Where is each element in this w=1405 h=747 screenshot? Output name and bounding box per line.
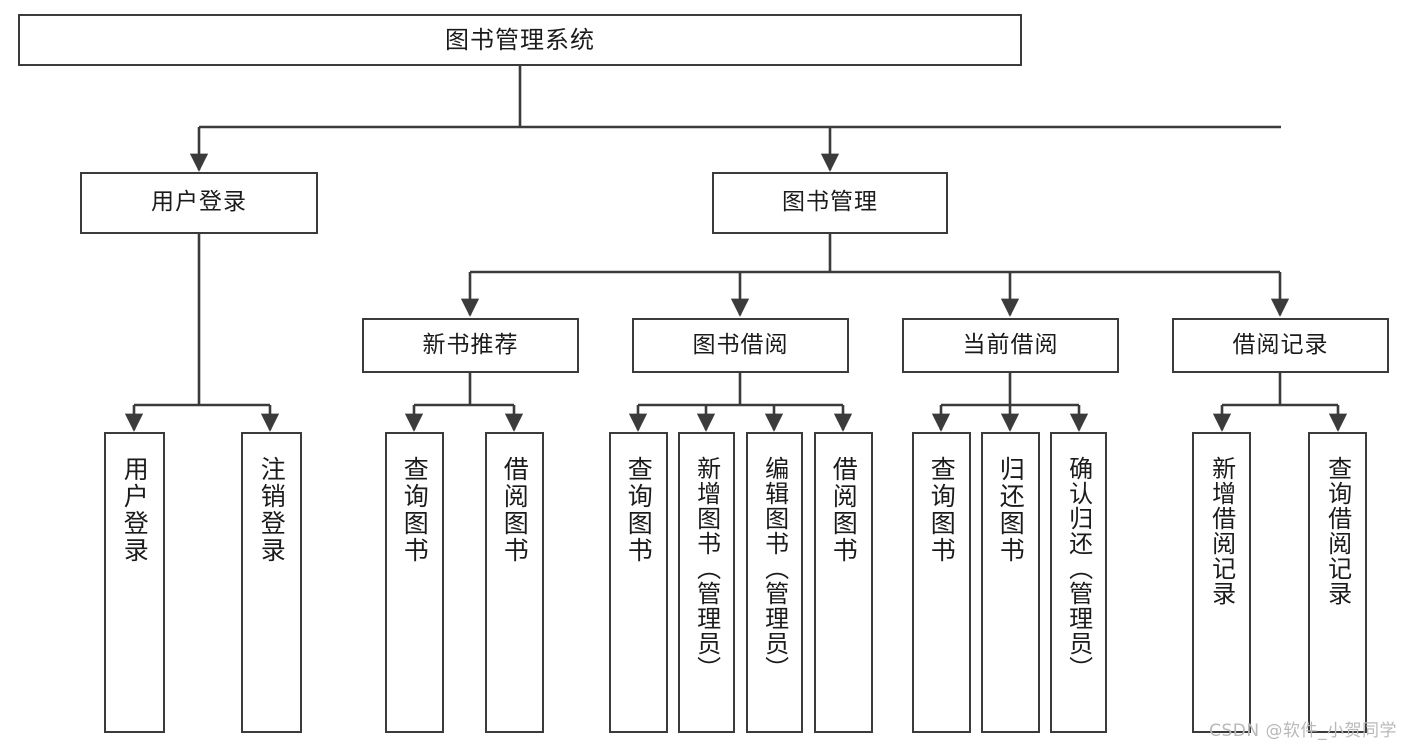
node-borrow-record-label: 借阅记录: [1232, 331, 1329, 358]
leaf-user-login-signin-label: 用户登录: [120, 456, 150, 564]
leaf-borrow-query-book[interactable]: 查询图书: [609, 432, 668, 733]
leaf-borrow-borrow-book[interactable]: 借阅图书: [814, 432, 873, 733]
node-book-borrow[interactable]: 图书借阅: [632, 318, 849, 373]
leaf-user-login-signin[interactable]: 用户登录: [104, 432, 165, 733]
leaf-current-confirm-return-label: 确认归还（管理员）: [1064, 456, 1093, 681]
node-user-login[interactable]: 用户登录: [80, 172, 318, 234]
leaf-current-return-book[interactable]: 归还图书: [981, 432, 1040, 733]
leaf-record-add-record-label: 新增借阅记录: [1207, 456, 1236, 606]
leaf-borrow-query-book-label: 查询图书: [624, 456, 654, 564]
leaf-borrow-edit-book-label: 编辑图书（管理员）: [760, 456, 789, 681]
node-user-login-label: 用户登录: [151, 189, 247, 216]
node-root-label: 图书管理系统: [445, 25, 595, 54]
leaf-borrow-add-book[interactable]: 新增图书（管理员）: [678, 432, 735, 733]
leaf-record-query-record[interactable]: 查询借阅记录: [1308, 432, 1367, 733]
node-book-management-label: 图书管理: [782, 189, 878, 216]
leaf-current-query-book-label: 查询图书: [927, 456, 957, 564]
leaf-current-query-book[interactable]: 查询图书: [912, 432, 971, 733]
node-root[interactable]: 图书管理系统: [18, 14, 1022, 66]
node-current-borrow-label: 当前借阅: [962, 331, 1059, 358]
leaf-recommend-borrow-book[interactable]: 借阅图书: [485, 432, 544, 733]
leaf-borrow-add-book-label: 新增图书（管理员）: [692, 456, 721, 681]
node-book-borrow-label: 图书借阅: [692, 331, 789, 358]
node-new-book-recommend-label: 新书推荐: [422, 331, 519, 358]
leaf-current-return-book-label: 归还图书: [996, 456, 1026, 564]
leaf-user-login-signout[interactable]: 注销登录: [241, 432, 302, 733]
leaf-recommend-query-book[interactable]: 查询图书: [385, 432, 444, 733]
leaf-recommend-borrow-book-label: 借阅图书: [500, 456, 530, 564]
node-book-management[interactable]: 图书管理: [712, 172, 948, 234]
node-borrow-record[interactable]: 借阅记录: [1172, 318, 1389, 373]
leaf-record-query-record-label: 查询借阅记录: [1323, 456, 1352, 606]
leaf-borrow-edit-book[interactable]: 编辑图书（管理员）: [746, 432, 803, 733]
watermark-text: CSDN @软件_小贺同学: [1209, 721, 1397, 741]
node-new-book-recommend[interactable]: 新书推荐: [362, 318, 579, 373]
leaf-record-add-record[interactable]: 新增借阅记录: [1192, 432, 1251, 733]
leaf-recommend-query-book-label: 查询图书: [400, 456, 430, 564]
leaf-user-login-signout-label: 注销登录: [257, 456, 287, 564]
leaf-current-confirm-return[interactable]: 确认归还（管理员）: [1050, 432, 1107, 733]
node-current-borrow[interactable]: 当前借阅: [902, 318, 1119, 373]
leaf-borrow-borrow-book-label: 借阅图书: [829, 456, 859, 564]
